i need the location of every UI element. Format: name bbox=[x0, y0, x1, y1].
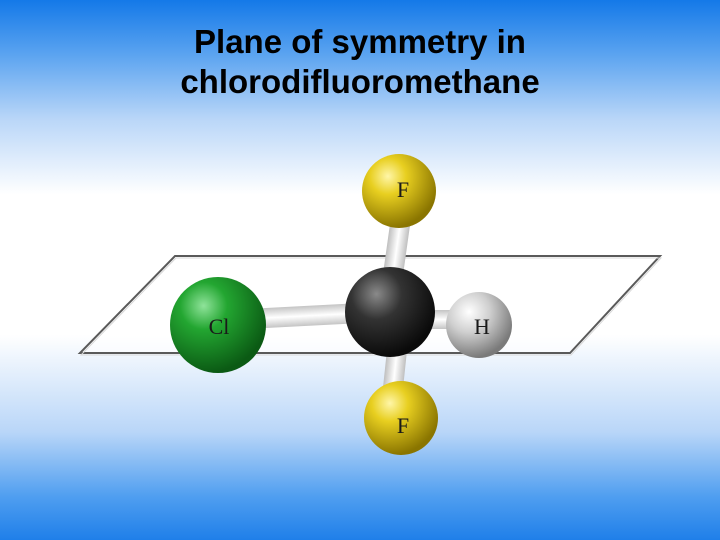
carbon-atom bbox=[345, 267, 435, 357]
slide-title: Plane of symmetry in chlorodifluorometha… bbox=[0, 22, 720, 102]
bottom-fluorine-atom bbox=[364, 381, 438, 455]
bond-c-top-f bbox=[382, 213, 412, 279]
top-fluorine-label: F bbox=[397, 177, 409, 202]
chlorine-atom bbox=[170, 277, 266, 373]
title-line-1: Plane of symmetry in bbox=[194, 23, 526, 60]
title-line-2: chlorodifluoromethane bbox=[180, 63, 540, 100]
symmetry-plane-highlight bbox=[79, 257, 663, 356]
hydrogen-atom bbox=[446, 292, 512, 358]
top-fluorine-atom bbox=[362, 154, 436, 228]
chlorine-label: Cl bbox=[209, 314, 230, 339]
hydrogen-label: H bbox=[474, 314, 490, 339]
bond-c-cl bbox=[251, 303, 358, 329]
bottom-fluorine-label: F bbox=[397, 413, 409, 438]
